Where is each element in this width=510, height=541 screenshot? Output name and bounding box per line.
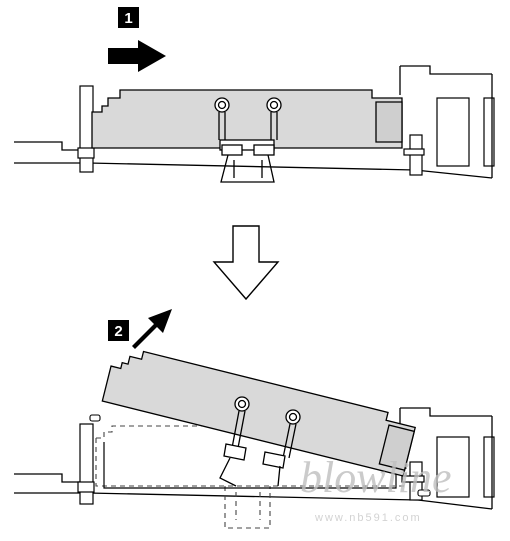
step-1-panel: 1: [14, 7, 495, 183]
step-2-sockets: [436, 436, 495, 498]
proceed-down-arrow-icon: [212, 225, 280, 301]
step-1-badge-label: 1: [124, 10, 132, 27]
step-2-retaining-clip: [219, 396, 301, 487]
watermark-url: www.nb591.com: [314, 512, 422, 524]
step-1-retaining-clip: [214, 97, 282, 183]
step-2-badge: 2: [108, 320, 129, 341]
watermark-logo-text: blowline: [300, 453, 452, 502]
watermark-logo: blowline www.nb591.com: [300, 453, 452, 524]
step-2-badge-label: 2: [114, 323, 122, 340]
slide-right-arrow-icon: [108, 40, 166, 72]
step-1-module-card: [91, 89, 403, 149]
step-2-frame: [103, 442, 397, 489]
step-1-sockets: [436, 97, 495, 167]
step-1-badge: 1: [118, 7, 139, 28]
step-2-left-latch: [77, 423, 95, 505]
step-1-right-latch: [403, 134, 425, 176]
step-2-panel: 2: [14, 309, 495, 529]
lift-up-arrow-icon: [132, 309, 172, 349]
step-2-edge-pins: [89, 414, 431, 497]
